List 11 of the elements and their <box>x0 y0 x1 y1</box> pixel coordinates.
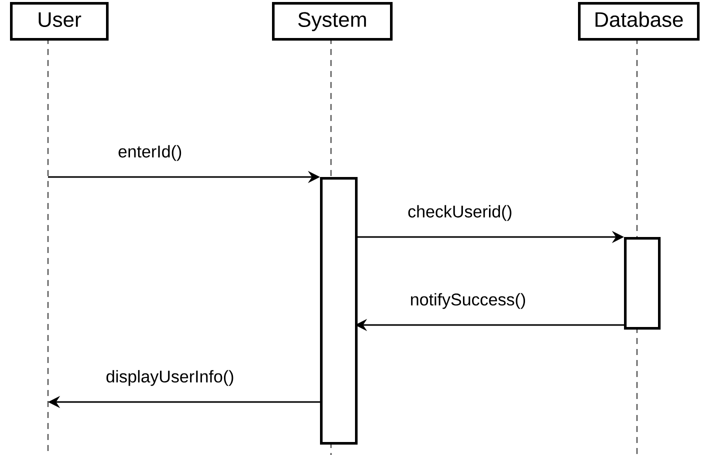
message-label: displayUserInfo() <box>106 370 234 386</box>
activation-bar <box>320 177 358 445</box>
lifeline <box>330 38 332 178</box>
participant-box: System <box>272 2 393 41</box>
message-label: notifySuccess() <box>411 293 526 309</box>
participant-box: User <box>10 2 109 41</box>
message-label: checkUserid() <box>408 205 512 221</box>
participant-box: Database <box>578 2 700 41</box>
activation-bar <box>624 237 661 330</box>
message-label: enterId() <box>118 145 182 161</box>
lifeline <box>636 38 638 238</box>
